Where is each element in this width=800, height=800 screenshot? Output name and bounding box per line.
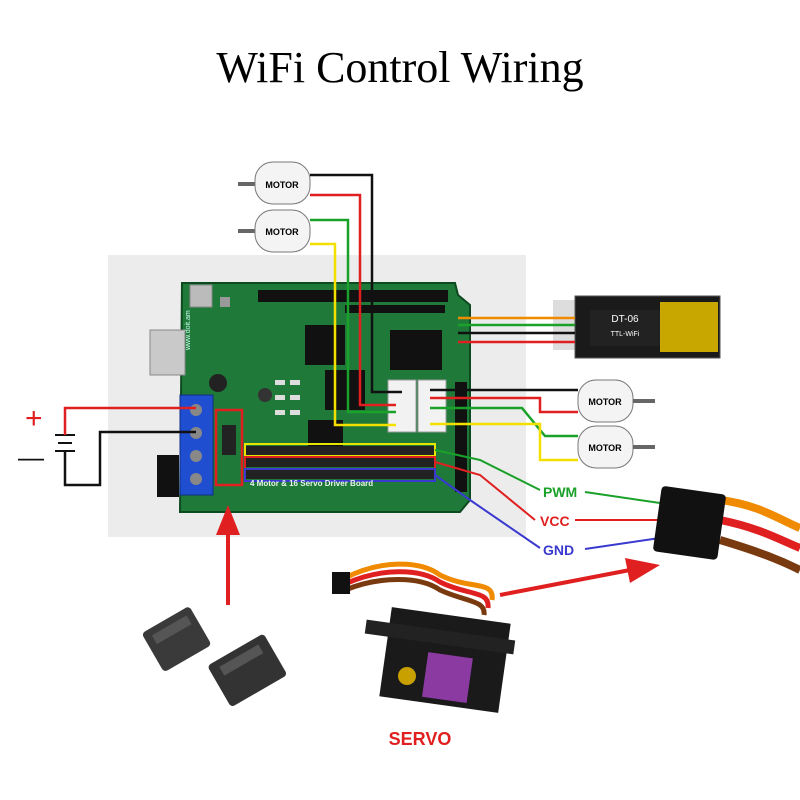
driver-board: www.doit.am 4 Motor & 16 Servo Driver Bo… — [149, 282, 471, 513]
mcu-chip — [305, 325, 345, 365]
motor-right-1: MOTOR — [577, 379, 655, 423]
wifi-module: DT-06 TTL-WiFi — [553, 295, 721, 359]
servo-pin-legend: PWM VCC GND — [434, 449, 661, 558]
vcc-label: VCC — [540, 513, 570, 529]
motor-driver-chip — [390, 330, 442, 370]
usb-port — [149, 329, 186, 376]
servo-motor — [332, 561, 516, 713]
battery-minus-label: — — [18, 442, 44, 472]
motor-top-2: MOTOR — [238, 209, 311, 253]
servo-connector — [653, 486, 800, 574]
gnd-label: GND — [543, 542, 574, 558]
wifi-wires — [458, 316, 575, 344]
battery: + — — [18, 402, 196, 487]
arrows — [216, 505, 660, 605]
board-site-label: www.doit.am — [185, 310, 192, 351]
page-title: WiFi Control Wiring — [216, 43, 584, 92]
jumper-highlight — [214, 408, 244, 487]
motor-label: MOTOR — [265, 180, 299, 190]
motor-top-1: MOTOR — [238, 161, 311, 205]
arrow-up-icon — [216, 505, 240, 535]
motor-label: MOTOR — [588, 397, 622, 407]
motor-right-2: MOTOR — [577, 425, 655, 469]
right-motor-wires — [430, 388, 578, 462]
module-sub-label: TTL-WiFi — [611, 331, 640, 338]
motor-label: MOTOR — [265, 227, 299, 237]
battery-plus-label: + — [25, 402, 43, 435]
motor-label: MOTOR — [588, 443, 622, 453]
arrow-right-icon — [625, 558, 660, 583]
board-label: 4 Motor & 16 Servo Driver Board — [250, 479, 373, 488]
top-motor-wires — [310, 173, 402, 427]
pwm-label: PWM — [543, 484, 577, 500]
servo-label: SERVO — [389, 729, 452, 749]
jumper-caps — [142, 607, 287, 706]
module-label: DT-06 — [611, 314, 639, 325]
